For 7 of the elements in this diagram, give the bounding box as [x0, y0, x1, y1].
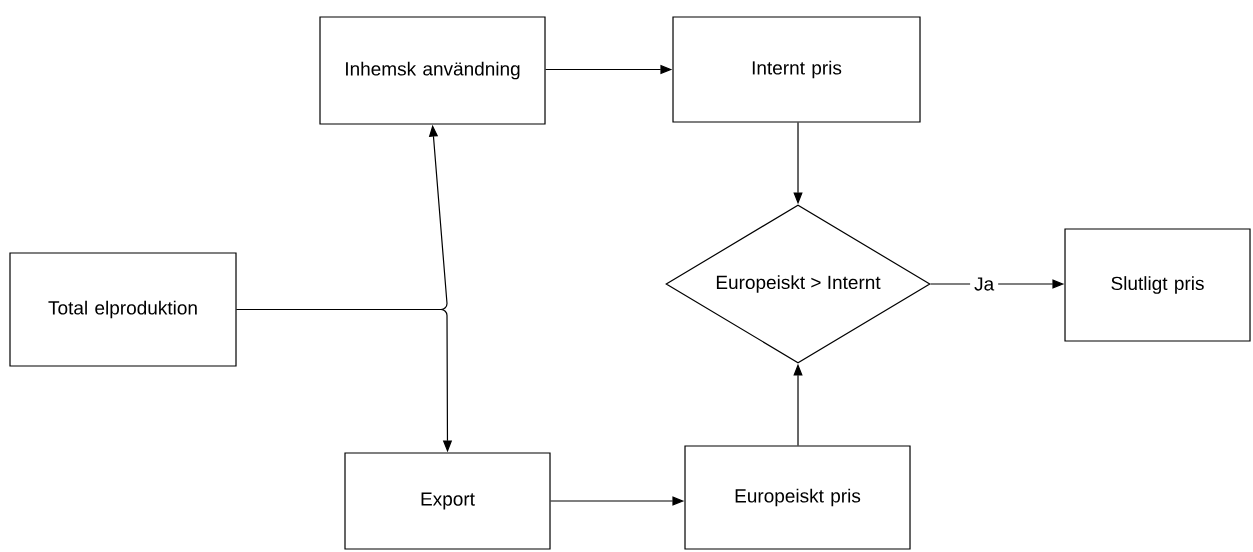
- process-box: Europeiskt pris: [684, 445, 911, 550]
- process-box: Total elproduktion: [9, 252, 237, 367]
- process-box: Internt pris: [672, 16, 921, 123]
- process-box: Slutligt pris: [1064, 228, 1251, 342]
- process-box: Inhemsk användning: [319, 16, 546, 125]
- edge-label: Ja: [970, 273, 999, 295]
- process-box: Export: [344, 452, 551, 550]
